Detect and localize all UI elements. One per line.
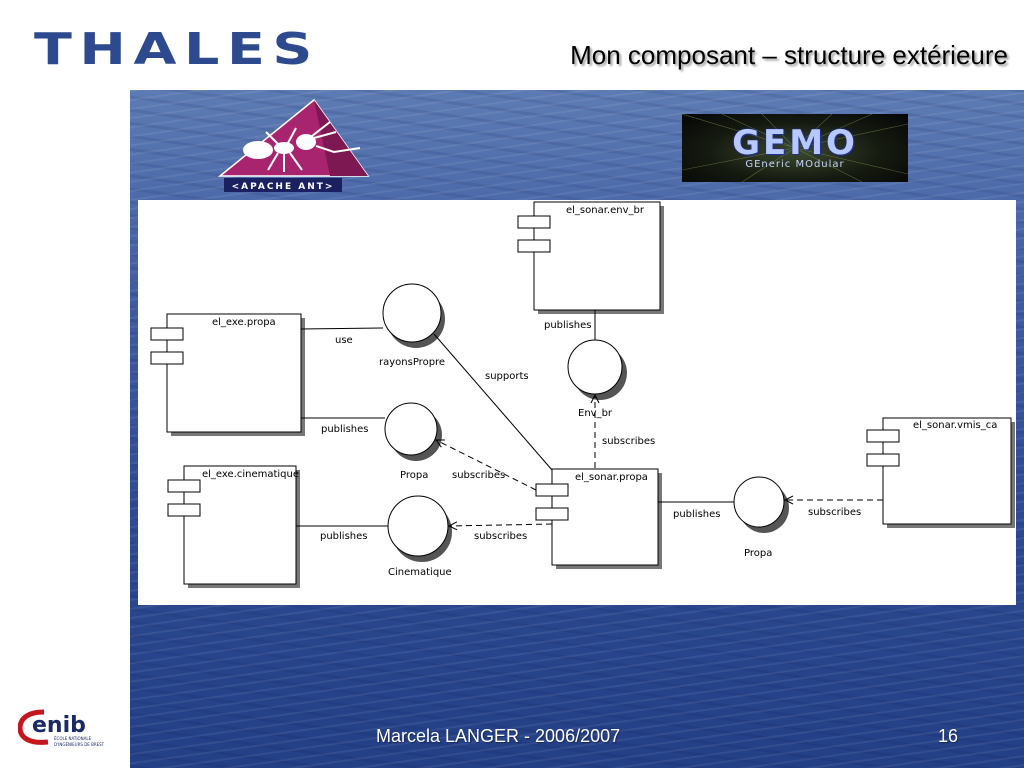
interface-env-br	[567, 339, 623, 395]
edge-label-publishes-propa: publishes	[321, 424, 369, 435]
edge-label-subscribes-propa: subscribes	[452, 470, 506, 481]
thales-wordmark: THALES	[34, 28, 320, 70]
footer-author: Marcela LANGER - 2006/2007	[376, 726, 621, 746]
apache-ant-logo: <APACHE ANT>	[217, 98, 370, 194]
edge-label-subscribes-cine: subscribes	[474, 531, 528, 542]
edge-subscribes-propa	[436, 440, 537, 491]
left-margin	[0, 90, 130, 768]
component-env-br	[517, 201, 664, 314]
page-number: 16	[938, 726, 959, 746]
enib-swoosh	[17, 709, 49, 745]
ant-icon	[243, 134, 316, 159]
interface-propa-right	[733, 476, 785, 528]
slide-title: Mon composant – structure extérieure	[570, 40, 1008, 70]
component-exe-propa	[150, 313, 305, 436]
component-exe-cinematique	[167, 465, 300, 588]
ant-triangle-shade	[314, 100, 368, 176]
component-label-sonar-propa: el_sonar.propa	[575, 472, 648, 483]
edge-label-use: use	[335, 335, 353, 346]
interface-label-cinematique: Cinematique	[388, 567, 452, 578]
edge-label-subscribes-vmis: subscribes	[808, 507, 862, 518]
thales-logo: THALES	[34, 24, 324, 75]
enib-line-2: D'INGÉNIEURS DE BREST	[54, 742, 105, 747]
component-label-env-br: el_sonar.env_br	[566, 205, 644, 216]
edge-label-subscribes-env: subscribes	[602, 436, 656, 447]
edge-use	[300, 327, 384, 330]
component-label-exe-cinematique: el_exe.cinematique	[202, 469, 300, 480]
enib-logo: enib ÉCOLE NATIONALE D'INGÉNIEURS DE BRE…	[17, 706, 110, 752]
interface-label-propa-left: Propa	[400, 470, 429, 481]
interface-cinematique	[387, 495, 449, 557]
component-diagram: el_sonar.env_br el_exe.propa el_exe.cine…	[138, 200, 1016, 605]
gemo-wordmark: GEMO	[732, 123, 858, 163]
edge-label-supports: supports	[485, 371, 529, 382]
edge-supports	[433, 333, 553, 471]
component-label-vmis-ca: el_sonar.vmis_ca	[913, 420, 998, 431]
component-label-exe-propa: el_exe.propa	[212, 317, 276, 328]
ant-caption-bar	[224, 178, 342, 192]
component-sonar-propa	[535, 468, 662, 569]
enib-wordmark: enib	[32, 713, 86, 738]
edge-label-publishes-cine: publishes	[320, 531, 368, 542]
edge-label-publishes-env: publishes	[544, 320, 592, 331]
gemo-subtitle: GEneric MOdular	[745, 159, 845, 170]
apache-ant-caption: <APACHE ANT>	[232, 182, 335, 192]
interface-rayons-propre	[382, 283, 442, 343]
component-vmis-ca	[866, 417, 1015, 528]
gemo-logo: GEMO GEneric MOdular	[682, 114, 908, 182]
interface-propa-left	[384, 402, 438, 456]
edge-label-publishes-sonar: publishes	[673, 509, 721, 520]
interface-label-env-br: Env_br	[578, 408, 613, 419]
enib-line-1: ÉCOLE NATIONALE	[54, 736, 92, 741]
interface-label-rayons-propre: rayonsPropre	[379, 357, 446, 368]
edge-subscribes-cine	[449, 524, 553, 526]
interface-label-propa-right: Propa	[744, 548, 773, 559]
